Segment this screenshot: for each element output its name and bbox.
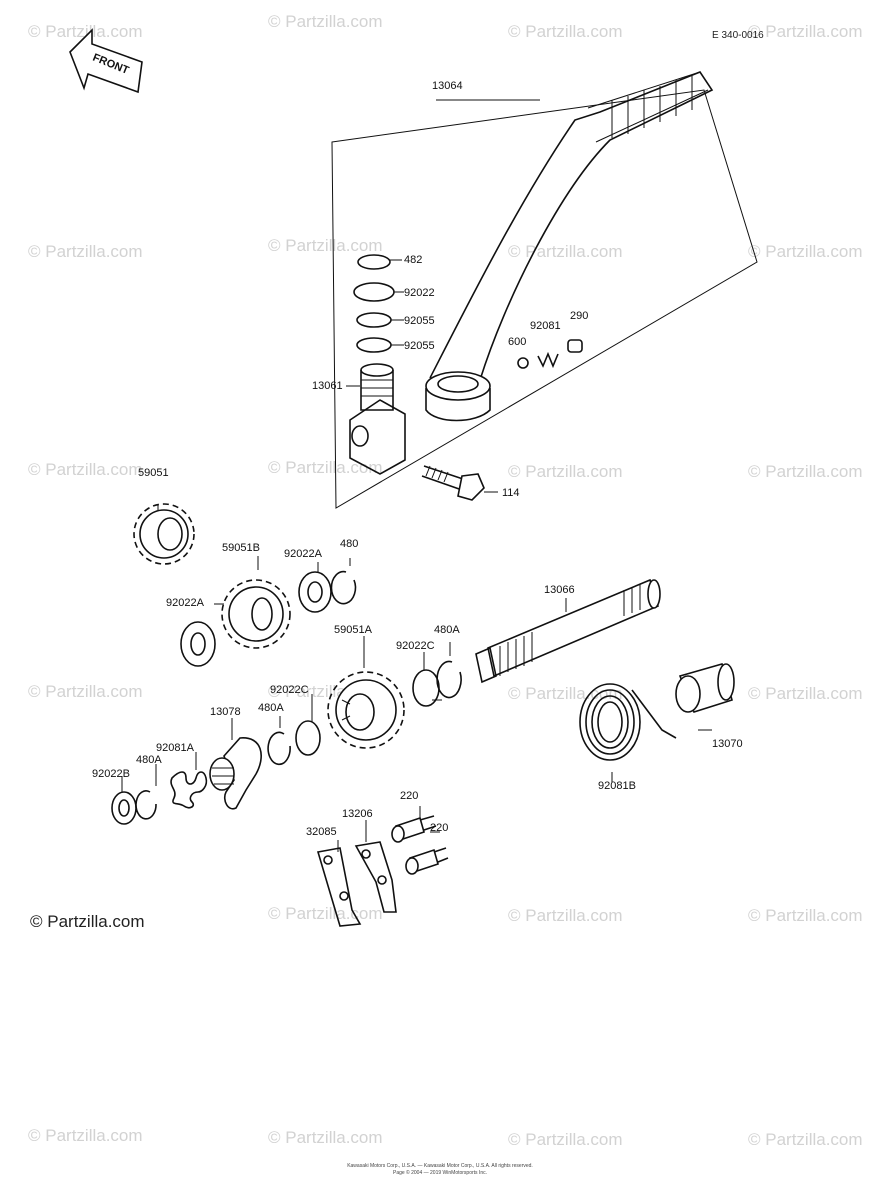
label-600: 600 xyxy=(508,336,527,348)
label-13070: 13070 xyxy=(712,738,743,750)
shaft-13066 xyxy=(475,578,661,684)
watermark: © Partzilla.com xyxy=(748,684,863,703)
label-220-b: 220 xyxy=(430,822,449,834)
label-13061: 13061 xyxy=(312,380,343,392)
label-92022C-1: 92022C xyxy=(396,640,435,652)
watermark: © Partzilla.com xyxy=(268,458,383,477)
label-13078: 13078 xyxy=(210,706,241,718)
bolt-220b xyxy=(405,847,449,875)
label-92022A-2: 92022A xyxy=(166,597,204,609)
label-480A-3: 480A xyxy=(136,754,162,766)
assembly-frame xyxy=(331,89,758,509)
circlip-480A-3 xyxy=(135,790,157,820)
label-92081A: 92081A xyxy=(156,742,194,754)
watermark: © Partzilla.com xyxy=(748,1130,863,1149)
kick-arm xyxy=(425,71,714,422)
diagram-code: E 340-0016 xyxy=(712,30,764,41)
label-13066: 13066 xyxy=(544,584,575,596)
label-482: 482 xyxy=(404,254,423,266)
label-480A-1: 480A xyxy=(434,624,460,636)
circlip-480A-2 xyxy=(267,731,291,766)
washer-92022B xyxy=(111,791,137,825)
washer-92022C-1 xyxy=(412,669,440,707)
gear-59051A xyxy=(327,671,405,749)
circlip-480A-1 xyxy=(436,660,462,699)
label-59051B: 59051B xyxy=(222,542,260,554)
watermark: © Partzilla.com xyxy=(508,462,623,481)
watermark: © Partzilla.com xyxy=(748,22,863,41)
label-92081B: 92081B xyxy=(598,780,636,792)
watermark: © Partzilla.com xyxy=(28,460,143,479)
label-13064: 13064 xyxy=(432,80,463,92)
plate-13206 xyxy=(354,841,397,913)
watermark: © Partzilla.com xyxy=(28,682,143,701)
watermark: © Partzilla.com xyxy=(268,12,383,31)
watermark: © Partzilla.com xyxy=(268,904,383,923)
watermark: © Partzilla.com xyxy=(268,236,383,255)
watermark: © Partzilla.com xyxy=(508,22,623,41)
gear-59051 xyxy=(133,503,195,565)
bushing-13070 xyxy=(675,663,735,713)
circlip-480 xyxy=(330,570,357,605)
label-92022B: 92022B xyxy=(92,768,130,780)
label-480A-2: 480A xyxy=(258,702,284,714)
label-114: 114 xyxy=(502,487,520,499)
label-290: 290 xyxy=(570,310,589,322)
copyright-line-1: Kawasaki Motors Corp., U.S.A. — Kawasaki… xyxy=(347,1163,533,1169)
label-13206: 13206 xyxy=(342,808,373,820)
label-92055-a: 92055 xyxy=(404,315,435,327)
gear-59051B xyxy=(221,579,291,649)
ball-600 xyxy=(517,357,529,369)
ratchet-13078 xyxy=(209,737,262,810)
watermark: © Partzilla.com xyxy=(28,22,143,41)
label-220-a: 220 xyxy=(400,790,419,802)
spring-92081 xyxy=(537,351,559,369)
label-92081: 92081 xyxy=(530,320,561,332)
kick-shaft-13061 xyxy=(349,363,406,475)
label-59051: 59051 xyxy=(138,467,169,479)
oring-92055a xyxy=(356,312,392,328)
label-92055-b: 92055 xyxy=(404,340,435,352)
plate-32085 xyxy=(316,847,362,927)
label-92022: 92022 xyxy=(404,287,435,299)
main-watermark: © Partzilla.com xyxy=(30,912,145,931)
label-32085: 32085 xyxy=(306,826,337,838)
watermark: © Partzilla.com xyxy=(508,906,623,925)
watermark: © Partzilla.com xyxy=(268,1128,383,1147)
copyright-line-2: Page © 2004 — 2019 WinMotorsports Inc. xyxy=(392,1170,487,1176)
plug-290 xyxy=(567,339,583,353)
bolt-114 xyxy=(421,465,485,501)
circlip-482 xyxy=(357,254,391,270)
washer-92022 xyxy=(353,282,395,302)
label-59051A: 59051A xyxy=(334,624,372,636)
spring-92081B xyxy=(579,683,677,761)
watermark: © Partzilla.com xyxy=(748,906,863,925)
watermark: © Partzilla.com xyxy=(28,242,143,261)
washer-92022C-2 xyxy=(295,720,321,756)
watermark: © Partzilla.com xyxy=(508,1130,623,1149)
washer-92022A-2 xyxy=(298,571,332,613)
watermark: © Partzilla.com xyxy=(748,242,863,261)
watermark: © Partzilla.com xyxy=(748,462,863,481)
spring-92081A xyxy=(170,771,208,809)
washer-92022A-1 xyxy=(180,621,216,667)
bolt-220a xyxy=(391,815,437,843)
label-92022C-2: 92022C xyxy=(270,684,309,696)
watermark: © Partzilla.com xyxy=(28,1126,143,1145)
label-92022A-1: 92022A xyxy=(284,548,322,560)
oring-92055b xyxy=(356,337,392,353)
label-480: 480 xyxy=(340,538,359,550)
front-arrow-icon: FRONT xyxy=(69,28,143,94)
